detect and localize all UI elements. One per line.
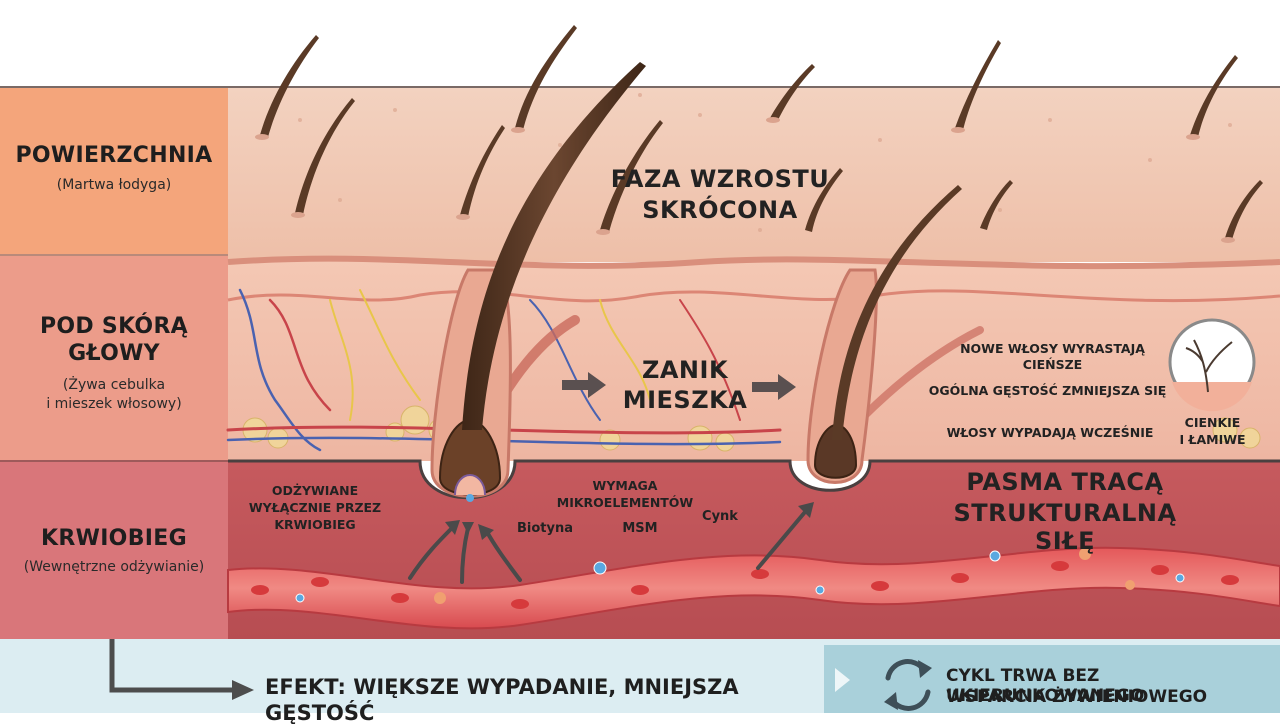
band-under-subtitle-1: (Żywa cebulka [62,377,166,393]
arrow-right-icon [109,639,235,693]
band-surface [0,87,228,255]
growth-phase-label-2: SKRÓCONA [642,196,798,224]
requires-label-2: MIKROELEMENTÓW [556,495,694,510]
band-under-title-1: POD SKÓRĄ [39,314,189,339]
nourished-label-1: ODŻYWIANE [271,483,359,498]
skin-surface [228,87,1280,262]
band-blood-title: KRWIOBIEG [41,526,187,551]
nourished-label-2: WYŁĄCZNIE PRZEZ [248,500,382,515]
band-blood-subtitle: (Wewnętrzne odżywianie) [23,559,205,575]
follicle-shrink-label-1: ZANIK [641,356,729,384]
effect-early-shedding: WŁOSY WYPADAJĄ WCZEŚNIE [946,425,1154,440]
follicle-shrink-label-2: MIESZKA [622,386,748,414]
growth-phase-label-1: FAZA WZROSTU [610,165,830,193]
band-surface-subtitle: (Martwa łodyga) [56,177,172,193]
strands-label-1: PASMA TRACĄ [966,468,1164,496]
blood-vessel [227,546,1280,630]
nutrient-biotin: Biotyna [516,521,573,536]
nutrient-msm: MSM [622,521,658,536]
nutrient-zinc: Cynk [702,509,738,524]
band-under-subtitle-2: i mieszek włosowy) [46,396,182,412]
hair-shaft-large [462,62,646,430]
footer-cycle-line-2: WSPARCIA ŻYWIENIOWEGO [946,687,1208,707]
thin-brittle-label-2: I ŁAMIWE [1179,432,1246,447]
footer-effect-text: EFEKT: WIĘKSZE WYPADANIE, MNIEJSZA GĘSTO… [265,675,739,725]
arrow-right-icon [562,372,606,398]
footer-cycle-line-1: CYKL TRWA BEZ UKIERUNKOWANEGO [946,666,1145,706]
thin-hair-icon [1168,318,1256,412]
band-under-title-2: GŁOWY [68,341,160,366]
requires-label-1: WYMAGA [592,478,658,493]
nourished-label-3: KRWIOBIEG [274,517,356,532]
effect-thinner-hair: NOWE WŁOSY WYRASTAJĄ CIEŃSZE [960,341,1145,372]
strands-label-2: STRUKTURALNĄ SIŁĘ [953,499,1177,555]
band-surface-title: POWIERZCHNIA [15,143,213,168]
arrow-right-icon [752,374,796,400]
effect-lower-density: OGÓLNA GĘSTOŚĆ ZMNIEJSZA SIĘ [928,383,1167,398]
band-under-scalp [0,255,228,461]
band-bloodstream [0,461,228,639]
thin-brittle-label-1: CIENKIE [1184,415,1241,430]
